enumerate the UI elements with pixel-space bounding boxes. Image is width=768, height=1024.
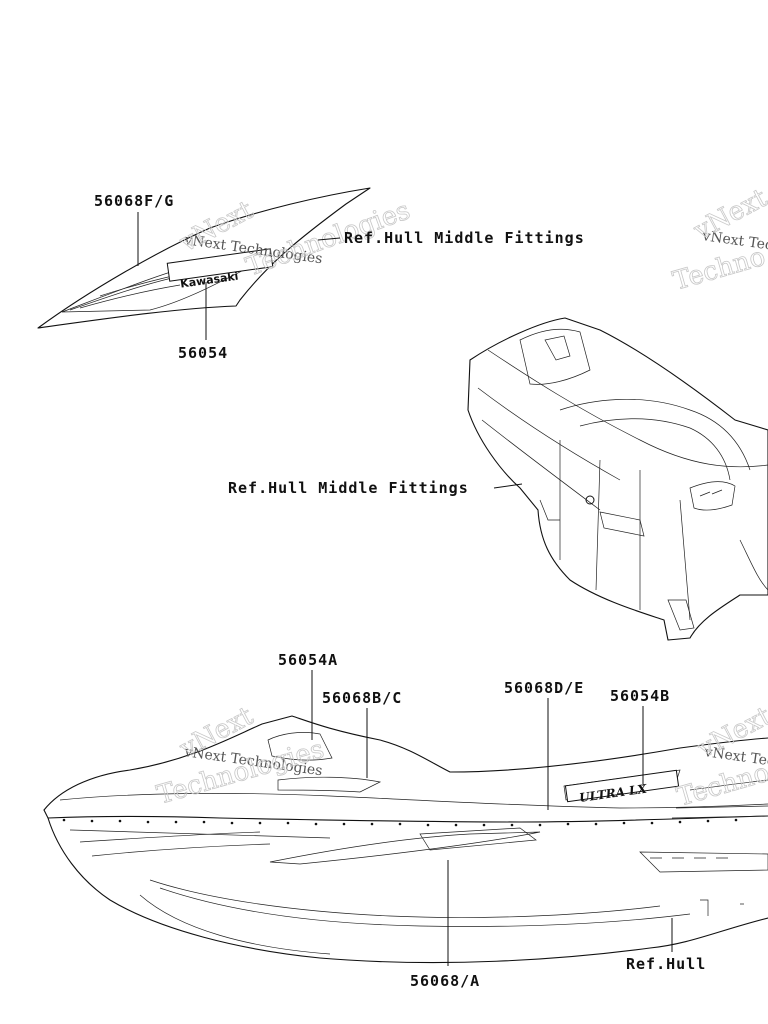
label-ref-hull: Ref.Hull [626,955,706,973]
label-56068a: 56068/A [410,972,480,990]
label-56068bc: 56068B/C [322,689,402,707]
label-56054: 56054 [178,344,228,362]
hull-middle-fittings-part [467,317,768,641]
label-56054a: 56054A [278,651,338,669]
leader-lines [137,212,673,966]
ultra-lx-decal [564,769,680,803]
hull-rail-rivets [62,818,738,827]
label-56054b: 56054B [610,687,670,705]
watermark-outline-4: Techno [670,242,768,297]
label-56068de: 56068D/E [504,679,584,697]
kawasaki-decal [166,248,274,282]
label-ref-hull-middle-fittings-1: Ref.Hull Middle Fittings [344,229,585,247]
label-56068fg: 56068F/G [94,192,174,210]
label-ref-hull-middle-fittings-2: Ref.Hull Middle Fittings [228,479,469,497]
hull-part: ULTRA LX [43,715,768,964]
